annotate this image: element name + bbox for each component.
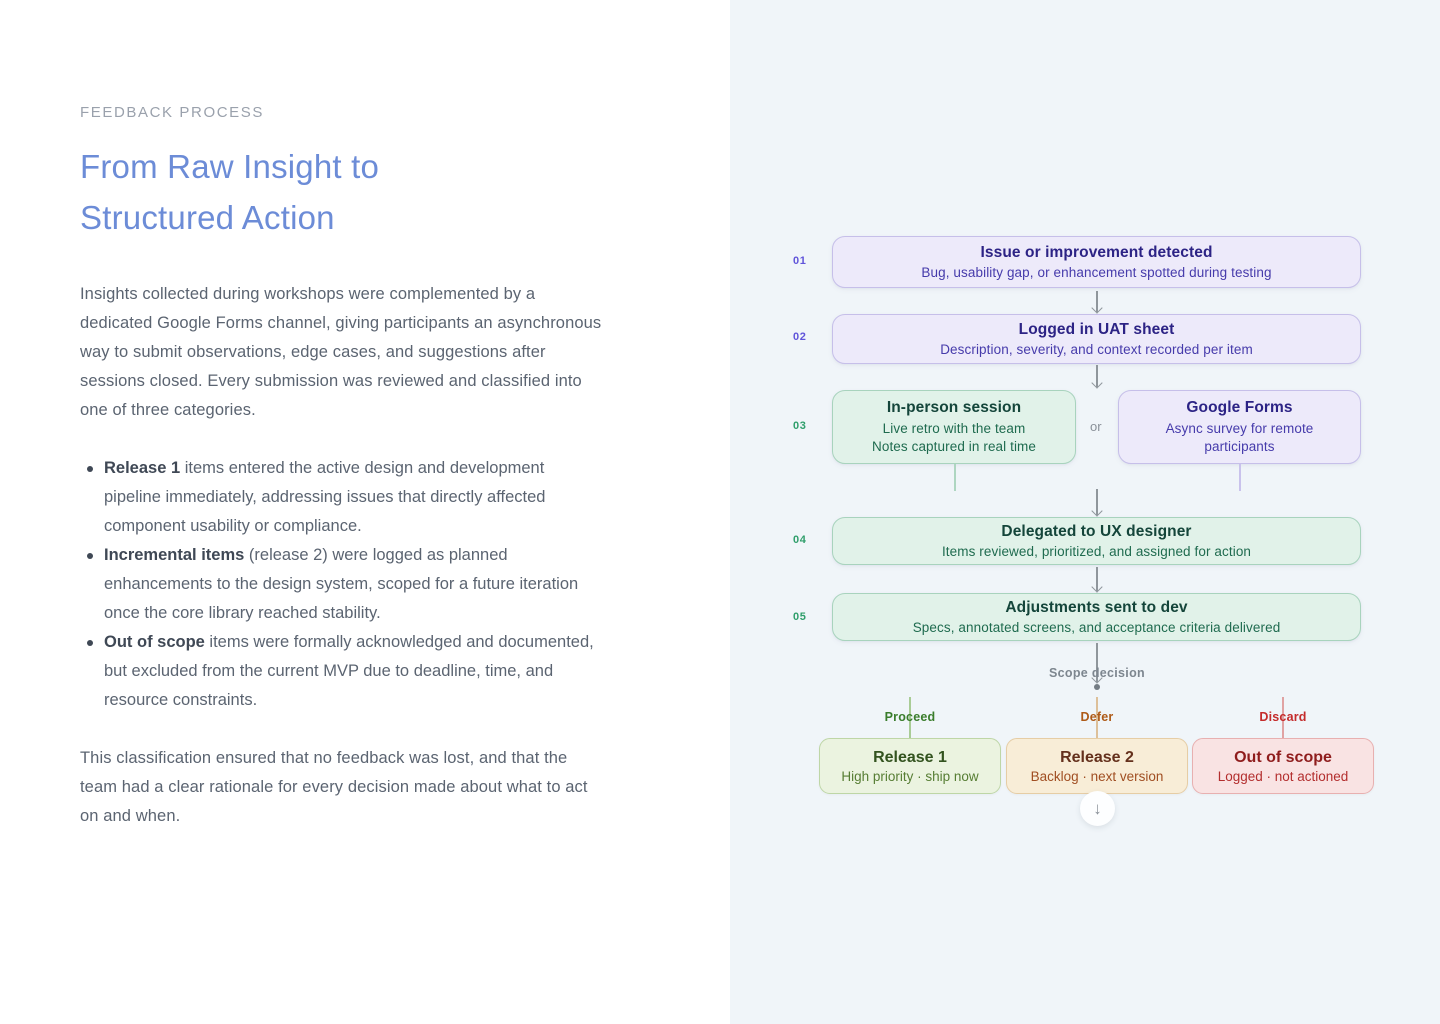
branch-label-proceed: Proceed <box>884 710 936 724</box>
connector-arrow <box>1096 567 1098 591</box>
branch-line-proceed <box>909 697 911 738</box>
article: FEEDBACK PROCESS From Raw Insight to Str… <box>80 104 604 831</box>
branch-line-defer <box>1096 697 1098 738</box>
outcome-title: Release 2 <box>1060 748 1134 766</box>
scope-decision-label: Scope decision <box>1049 666 1145 680</box>
step-subtitle: Specs, annotated screens, and acceptance… <box>912 620 1281 635</box>
text-panel: FEEDBACK PROCESS From Raw Insight to Str… <box>80 104 604 831</box>
list-item: Release 1 items entered the active desig… <box>80 454 604 541</box>
branch-label-defer: Defer <box>1080 710 1114 724</box>
outcome-subtitle: Logged · not actioned <box>1217 768 1349 784</box>
flow-step-delegated-ux: Delegated to UX designer Items reviewed,… <box>832 517 1361 565</box>
list-item: Incremental items (release 2) were logge… <box>80 541 604 628</box>
connector-arrow <box>1096 489 1098 515</box>
step-number-05: 05 <box>793 611 807 623</box>
step-subtitle-line2: Notes captured in real time <box>871 438 1037 454</box>
step-title: Issue or improvement detected <box>980 244 1213 261</box>
outcome-release-2: Release 2 Backlog · next version <box>1006 738 1188 794</box>
outcome-out-of-scope: Out of scope Logged · not actioned <box>1192 738 1374 794</box>
flowchart-panel: 01 02 03 04 05 Issue or improvement dete… <box>730 0 1440 1024</box>
step-number-02: 02 <box>793 331 807 343</box>
step-subtitle: Async survey for remote participants <box>1165 420 1314 454</box>
step-number-03: 03 <box>793 420 807 432</box>
step-subtitle: Bug, usability gap, or enhancement spott… <box>921 265 1272 280</box>
flow-step-adjustments-dev: Adjustments sent to dev Specs, annotated… <box>832 593 1361 641</box>
step-number-01: 01 <box>793 255 807 267</box>
connector-arrow <box>1096 643 1098 682</box>
branch-label-discard: Discard <box>1259 710 1307 724</box>
step-title: Logged in UAT sheet <box>1018 321 1175 338</box>
bullet-text: items entered the active design and deve… <box>104 459 546 535</box>
list-item: Out of scope items were formally acknowl… <box>80 628 604 715</box>
step-number-04: 04 <box>793 534 807 546</box>
outcome-subtitle: Backlog · next version <box>1030 768 1164 784</box>
connector-line <box>1239 464 1241 491</box>
connector-line <box>954 464 956 491</box>
flow-step-uat-sheet: Logged in UAT sheet Description, severit… <box>832 314 1361 364</box>
step-title: Adjustments sent to dev <box>1005 599 1188 616</box>
bullet-lead: Release 1 <box>104 459 181 477</box>
category-list: Release 1 items entered the active desig… <box>80 454 604 715</box>
section-eyebrow: FEEDBACK PROCESS <box>80 104 264 121</box>
down-arrow-icon: ↓ <box>1093 798 1102 818</box>
bullet-text: (release 2) were logged as planned enhan… <box>104 546 579 622</box>
outcome-release-1: Release 1 High priority · ship now <box>819 738 1001 794</box>
outcome-title: Out of scope <box>1234 748 1332 766</box>
step-subtitle-line1: Live retro with the team <box>882 420 1026 436</box>
outcome-title: Release 1 <box>873 748 947 766</box>
flow-step-google-forms: Google Forms Async survey for remote par… <box>1118 390 1361 464</box>
bullet-lead: Out of scope <box>104 633 205 651</box>
bullet-text: items were formally acknowledged and doc… <box>104 633 594 709</box>
connector-arrow <box>1096 291 1098 312</box>
bullet-lead: Incremental items <box>104 546 245 564</box>
decision-node-dot <box>1094 684 1100 690</box>
step-title: Delegated to UX designer <box>1001 523 1192 540</box>
step-title: Google Forms <box>1186 398 1293 416</box>
step-title: In-person session <box>886 398 1022 416</box>
flow-step-issue-detected: Issue or improvement detected Bug, usabi… <box>832 236 1361 288</box>
step-subtitle: Description, severity, and context recor… <box>940 342 1253 357</box>
intro-paragraph: Insights collected during workshops were… <box>80 285 602 419</box>
page-title: From Raw Insight to Structured Action <box>80 148 380 236</box>
outcome-subtitle: High priority · ship now <box>841 768 979 784</box>
outro-paragraph: This classification ensured that no feed… <box>80 749 588 825</box>
branch-line-discard <box>1282 697 1284 738</box>
or-label: or <box>1090 419 1102 434</box>
scroll-down-button[interactable]: ↓ <box>1080 791 1115 826</box>
connector-arrow <box>1096 365 1098 387</box>
step-subtitle: Items reviewed, prioritized, and assigne… <box>941 544 1252 559</box>
flow-step-inperson-session: In-person session Live retro with the te… <box>832 390 1076 464</box>
